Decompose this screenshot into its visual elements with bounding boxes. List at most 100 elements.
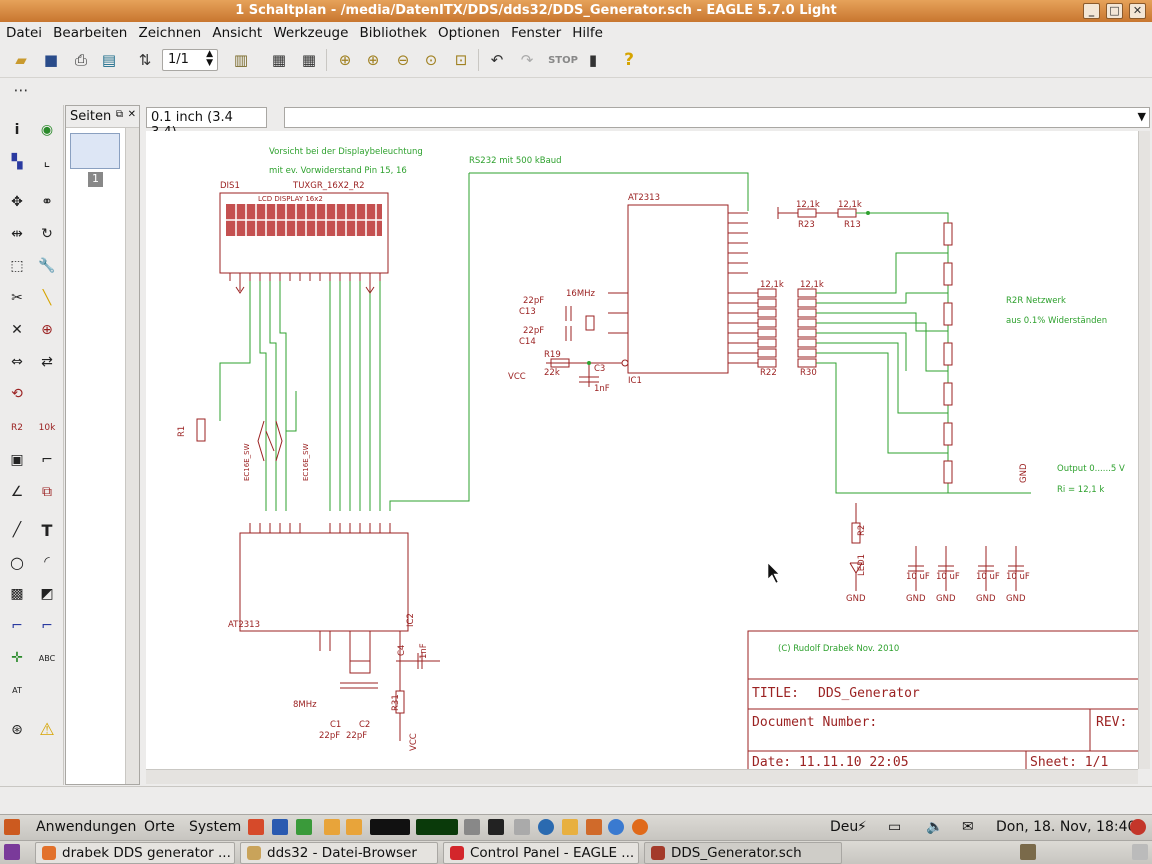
go-icon[interactable]: ▮ [588, 51, 598, 69]
minimize-button[interactable]: _ [1083, 3, 1100, 19]
bus-icon[interactable]: ⌐ [11, 618, 23, 634]
page-selector[interactable]: 1/1▲▼ [162, 49, 218, 71]
task-control-panel[interactable]: Control Panel - EAGLE ... [443, 842, 639, 864]
menu-orte[interactable]: Orte [144, 819, 175, 835]
task-schematic[interactable]: DDS_Generator.sch [644, 842, 842, 864]
screenshot-icon[interactable] [464, 819, 480, 835]
clock[interactable]: Don, 18. Nov, 18:40 [996, 819, 1137, 835]
menu-hilfe[interactable]: Hilfe [572, 25, 603, 41]
change-icon[interactable]: 🔧 [38, 258, 56, 274]
run-ulp-icon[interactable]: ▦ [301, 51, 317, 69]
tool-icon[interactable] [562, 819, 578, 835]
menu-anwendungen[interactable]: Anwendungen [36, 819, 137, 835]
move-icon[interactable]: ✥ [11, 194, 23, 210]
show-desktop-icon[interactable] [4, 844, 20, 860]
miter-icon[interactable]: ⌐ [41, 452, 53, 468]
zoom-redraw-icon[interactable]: ⊙ [424, 51, 438, 69]
volume-icon[interactable]: 🔈 [926, 819, 944, 835]
calc-icon[interactable] [296, 819, 312, 835]
schematic-canvas[interactable]: Vorsicht bei der Displaybeleuchtung mit … [146, 131, 1138, 769]
menu-ansicht[interactable]: Ansicht [212, 25, 263, 41]
name-icon[interactable]: R2 [11, 423, 23, 433]
rect-icon[interactable]: ▩ [10, 586, 24, 602]
menu-fenster[interactable]: Fenster [511, 25, 562, 41]
help-icon[interactable]: ? [624, 50, 634, 70]
upload-icon[interactable] [324, 819, 340, 835]
firefox-icon[interactable] [632, 819, 648, 835]
trash-icon[interactable] [1132, 844, 1148, 860]
board-switch-icon[interactable]: ⇅ [138, 51, 152, 69]
zoom-fit-icon[interactable]: ⊕ [338, 51, 352, 69]
invoke-icon[interactable]: ⧉ [42, 484, 52, 500]
wire-icon[interactable]: ╱ [12, 522, 22, 538]
delete-icon[interactable]: ✕ [11, 322, 23, 338]
smash-icon[interactable]: ▣ [10, 452, 24, 468]
text-icon[interactable]: T [41, 520, 53, 540]
launcher-icon[interactable] [248, 819, 264, 835]
page-thumbnail[interactable] [70, 133, 120, 169]
maximize-button[interactable]: □ [1106, 3, 1123, 19]
script-icon[interactable]: ▦ [271, 51, 287, 69]
undock-icon[interactable]: ⧉ [115, 109, 123, 120]
chevron-down-icon[interactable]: ▼ [1137, 110, 1146, 123]
polygon-icon[interactable]: ◩ [40, 586, 54, 602]
menu-zeichnen[interactable]: Zeichnen [138, 25, 202, 41]
redo-icon[interactable]: ↷ [520, 51, 534, 69]
menu-optionen[interactable]: Optionen [438, 25, 500, 41]
close-button[interactable]: ✕ [1129, 3, 1146, 19]
save-icon[interactable]: ■ [43, 51, 59, 69]
task-firefox[interactable]: drabek DDS generator ... [35, 842, 235, 864]
pinswap-icon[interactable]: ⇔ [11, 354, 23, 370]
display-layers-icon[interactable]: ▚ [11, 154, 23, 170]
split-icon[interactable]: ∠ [10, 484, 24, 500]
grid-icon[interactable]: ⋯ [13, 81, 29, 99]
cut-icon[interactable]: ✂ [11, 290, 23, 306]
print-icon[interactable]: ⎙ [74, 51, 87, 69]
terminal-icon[interactable] [488, 819, 504, 835]
paste-icon[interactable]: ╲ [42, 290, 52, 306]
update-icon[interactable] [608, 819, 624, 835]
attribute-icon[interactable]: AT [12, 685, 22, 695]
arc-icon[interactable]: ◜ [44, 554, 50, 570]
menu-bibliothek[interactable]: Bibliothek [359, 25, 427, 41]
menu-system[interactable]: System [189, 819, 242, 835]
circle-icon[interactable]: ○ [10, 552, 24, 572]
show-icon[interactable]: ◉ [40, 122, 54, 138]
info-icon[interactable]: i [14, 122, 20, 138]
errors-icon[interactable]: ⚠ [39, 720, 55, 740]
junction-icon[interactable]: ✛ [11, 650, 23, 666]
ubuntu-logo-icon[interactable] [4, 819, 20, 835]
copy-icon[interactable]: ⚭ [41, 194, 53, 210]
keyboard-layout[interactable]: Deu [830, 819, 859, 835]
erc-icon[interactable]: ⊛ [11, 722, 23, 738]
group-icon[interactable]: ⬚ [10, 258, 24, 274]
zoom-out-icon[interactable]: ⊖ [396, 51, 410, 69]
value-icon[interactable]: 10k [38, 423, 56, 433]
pages-scrollbar[interactable] [125, 128, 139, 784]
replace-icon[interactable]: ⟲ [11, 386, 23, 402]
folder-icon[interactable] [586, 819, 602, 835]
open-icon[interactable]: ▰ [15, 51, 27, 69]
mark-icon[interactable]: ⌞ [43, 154, 51, 170]
rotate-icon[interactable]: ↻ [41, 226, 53, 242]
zoom-in-icon[interactable]: ⊕ [366, 51, 380, 69]
workspace-switcher-icon[interactable] [1020, 844, 1036, 860]
label-icon[interactable]: ABC [38, 653, 56, 663]
editor-icon[interactable] [514, 819, 530, 835]
undo-icon[interactable]: ↶ [490, 51, 504, 69]
menu-datei[interactable]: Datei [6, 25, 43, 41]
task-file-browser[interactable]: dds32 - Datei-Browser [240, 842, 438, 864]
close-panel-icon[interactable]: ✕ [127, 109, 136, 120]
network-icon[interactable]: ⚡ [857, 819, 867, 835]
library-icon[interactable]: ▥ [233, 51, 249, 69]
zoom-area-icon[interactable]: ⊡ [454, 51, 468, 69]
globe-icon[interactable] [538, 819, 554, 835]
mirror-icon[interactable]: ⇹ [11, 226, 23, 242]
power-icon[interactable] [1130, 819, 1146, 835]
command-line-input[interactable]: ▼ [284, 107, 1150, 128]
canvas-horizontal-scrollbar[interactable] [146, 769, 1138, 784]
writer-icon[interactable] [272, 819, 288, 835]
canvas-vertical-scrollbar[interactable] [1138, 131, 1150, 769]
download-icon[interactable] [346, 819, 362, 835]
stop-icon[interactable]: STOP [548, 54, 578, 66]
